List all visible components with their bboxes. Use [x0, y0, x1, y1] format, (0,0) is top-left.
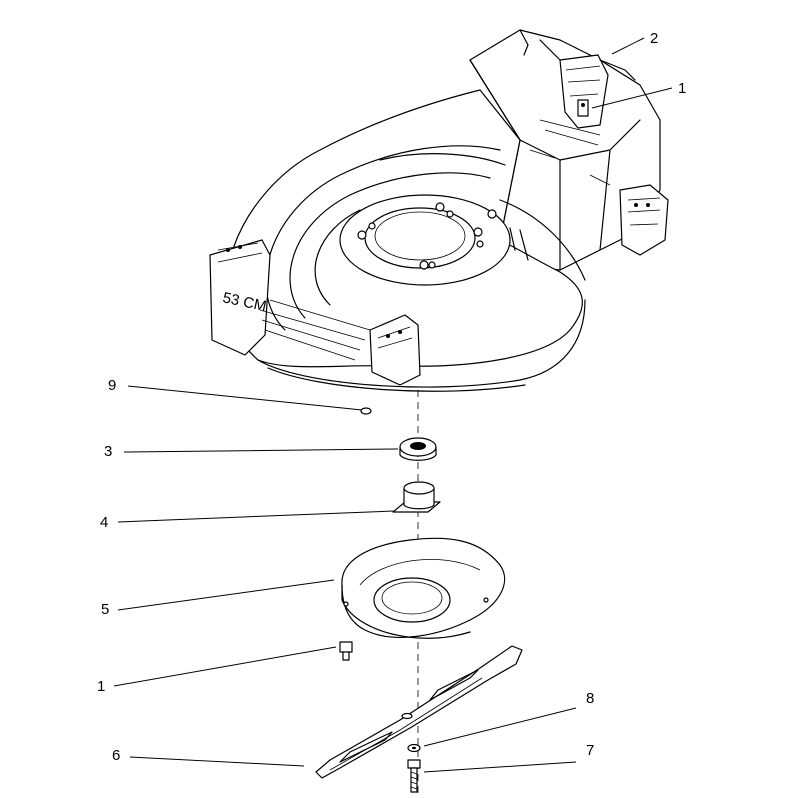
callout-1-bottom: 1	[97, 678, 105, 695]
callout-2: 2	[650, 30, 658, 47]
callout-8: 8	[586, 690, 594, 707]
part-3-bearing	[399, 437, 437, 461]
callout-7: 7	[586, 742, 594, 759]
part-5-baffle	[341, 537, 506, 639]
part-7-blade-bolt	[407, 759, 421, 793]
callout-5: 5	[101, 601, 109, 618]
part-4-bushing	[392, 481, 441, 513]
mower-deck	[209, 29, 669, 392]
callout-3: 3	[104, 443, 112, 460]
callout-6: 6	[112, 747, 120, 764]
callout-4: 4	[100, 514, 108, 531]
leader-lines	[113, 37, 673, 773]
part-8-washer	[407, 743, 421, 753]
callout-1-top: 1	[678, 80, 686, 97]
callout-9: 9	[108, 377, 116, 394]
part-9-ring	[360, 407, 372, 415]
callout-labels: 2 1 9 3 4 5 1 6 8 7	[97, 30, 686, 764]
part-6-blade	[315, 645, 523, 779]
part-1-bolt	[339, 641, 353, 661]
